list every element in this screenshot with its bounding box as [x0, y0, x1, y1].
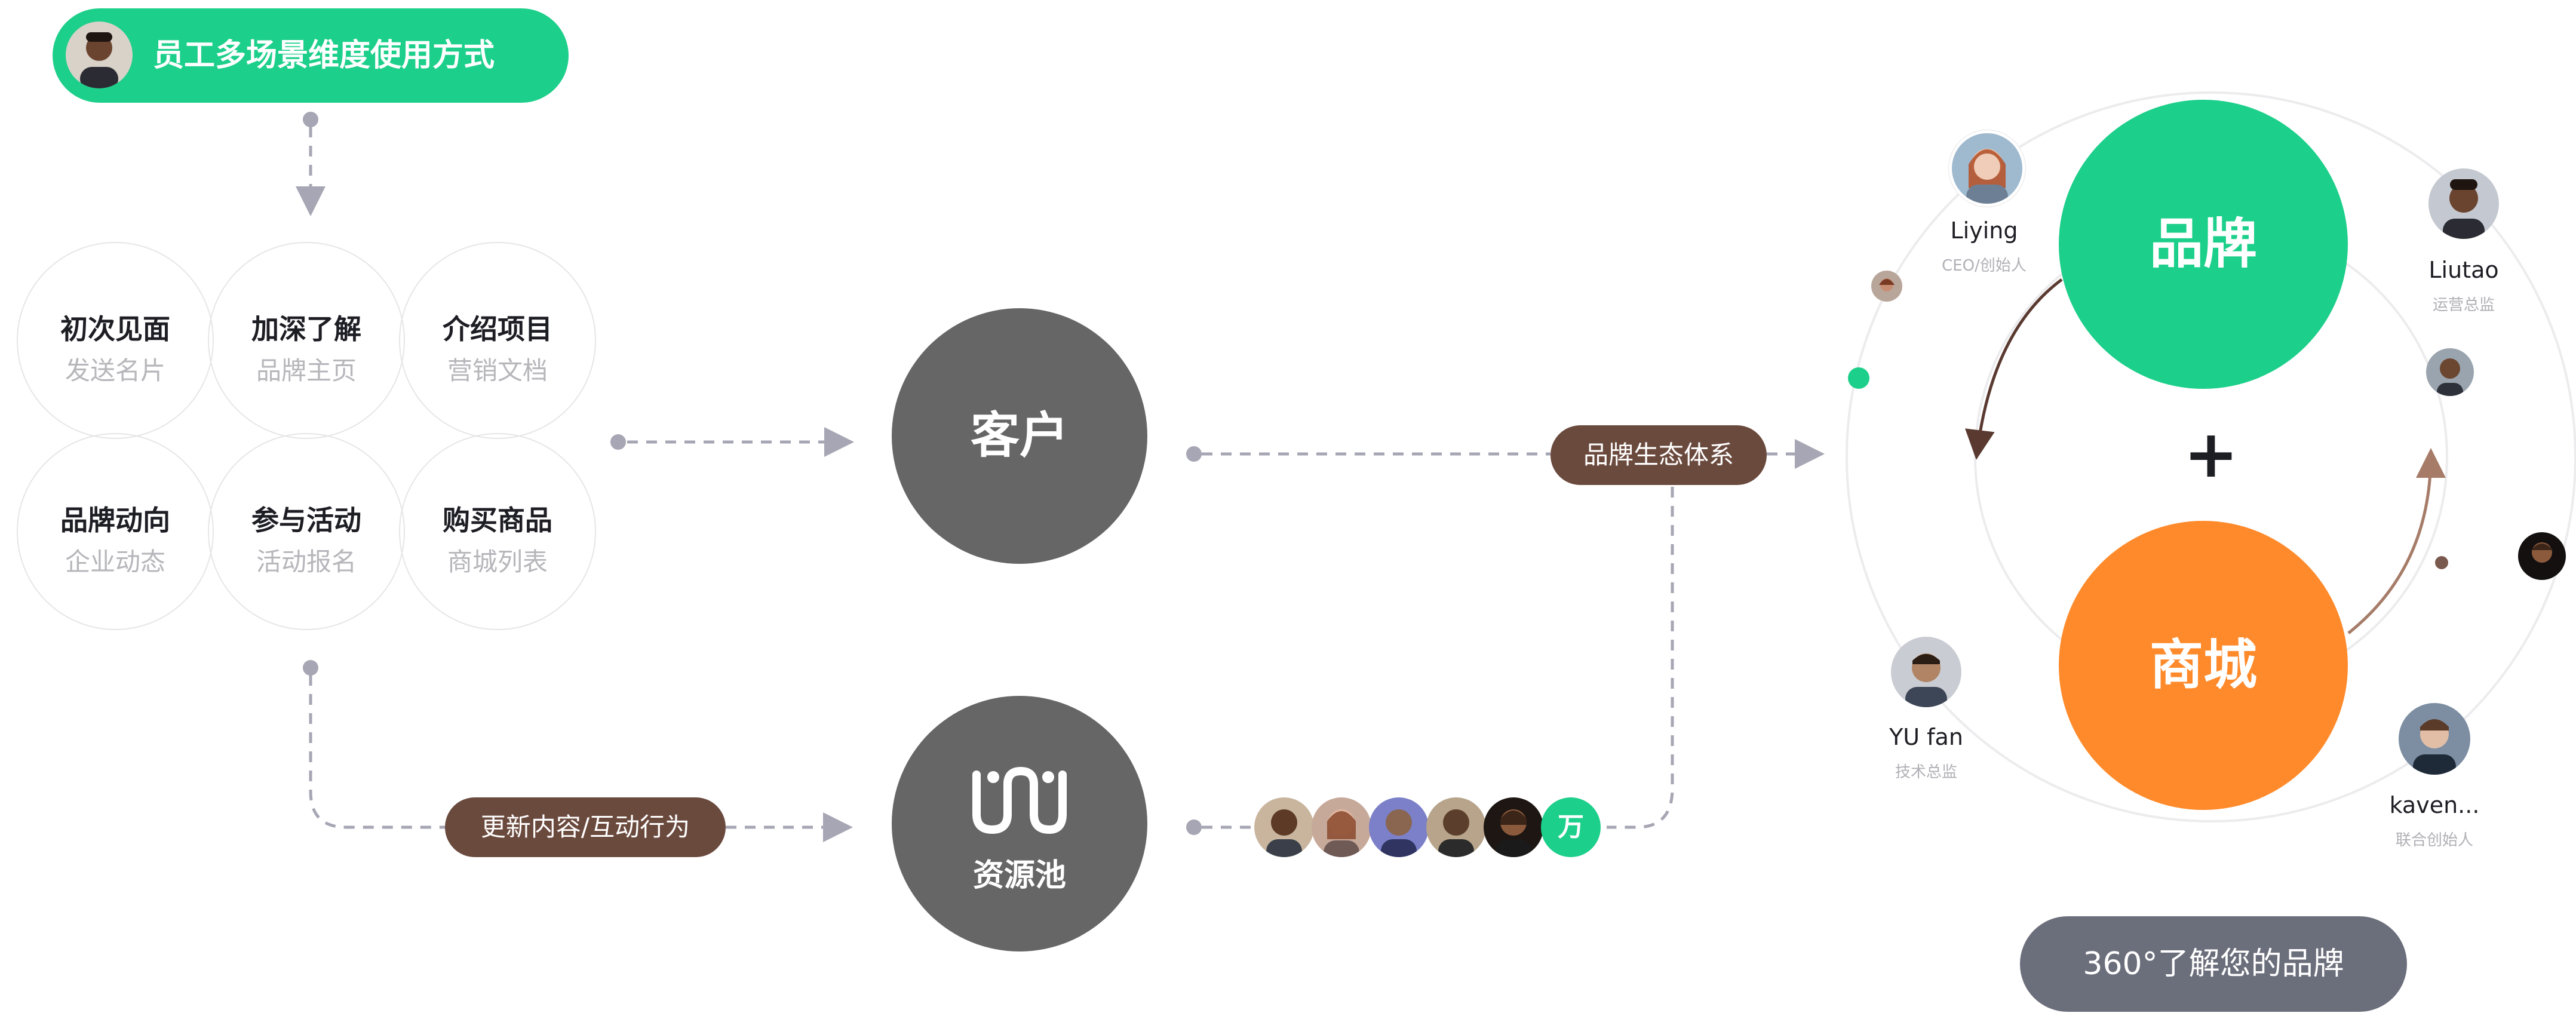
scene-subtitle: 品牌主页 [256, 356, 357, 385]
scene-subtitle: 企业动态 [65, 547, 165, 576]
scene-subtitle: 营销文档 [447, 356, 548, 385]
scene-title: 参与活动 [251, 504, 361, 536]
scene-subtitle: 活动报名 [256, 547, 357, 576]
member-avatar [1426, 797, 1486, 857]
usage-title: 员工多场景维度使用方式 [153, 38, 495, 73]
person-name: YU fan [1889, 724, 1963, 750]
orbit-dot-green [1848, 367, 1869, 389]
connector-dot [303, 112, 318, 127]
member-count-badge: 万 [1541, 797, 1601, 857]
scene-title: 购买商品 [443, 504, 552, 536]
connector-line [309, 675, 445, 829]
brand-360-button[interactable]: 360°了解您的品牌 [2020, 916, 2407, 1012]
orbit-dot-brown [2435, 556, 2448, 569]
orbit-avatar-small [1871, 271, 1902, 302]
customer-node: 客户 [892, 308, 1147, 564]
cycle-arrow-left [1965, 278, 2063, 460]
brand-label: 品牌 [2150, 213, 2257, 275]
member-avatar [1254, 797, 1314, 857]
scene-subtitle: 商城列表 [447, 547, 548, 576]
connector-line [1607, 487, 1674, 829]
ecosystem-label: 品牌生态体系 [1550, 425, 1767, 485]
update-content-label: 更新内容/互动行为 [445, 797, 726, 857]
connector-dot [610, 434, 626, 450]
scene-brand-news[interactable]: 品牌动向 企业动态 [17, 433, 214, 630]
connector-dot [303, 660, 318, 676]
scene-join-activity[interactable]: 参与活动 活动报名 [208, 433, 405, 630]
connector-dot [1186, 819, 1202, 835]
member-avatar [1312, 797, 1371, 857]
scene-first-meet[interactable]: 初次见面 发送名片 [17, 242, 214, 439]
person-avatar [1949, 130, 2025, 207]
orbit-outer [1846, 91, 2576, 822]
person-role: 技术总监 [1895, 763, 1957, 781]
orbit-avatar-small [2426, 348, 2474, 396]
person-name: Liutao [2428, 257, 2499, 283]
mall-label: 商城 [2150, 634, 2257, 696]
scene-title: 加深了解 [251, 313, 361, 345]
member-avatar [1369, 797, 1429, 857]
brand-circle: 品牌 [2059, 100, 2348, 389]
person-avatar [1891, 637, 1961, 707]
person-avatar [2428, 168, 2499, 239]
member-avatar [1484, 797, 1543, 857]
connector-dot [1186, 446, 1202, 462]
person-role: 运营总监 [2432, 296, 2495, 314]
person-role: 联合创始人 [2395, 831, 2473, 849]
person-role: CEO/创始人 [1942, 257, 2027, 275]
pool-label: 资源池 [972, 858, 1066, 894]
usage-title-pill: 员工多场景维度使用方式 [53, 8, 569, 103]
person-name: Liying [1950, 217, 2018, 244]
scene-title: 品牌动向 [60, 504, 170, 536]
resource-pool-node: 资源池 [892, 696, 1147, 951]
scene-subtitle: 发送名片 [65, 356, 165, 385]
pool-logo-icon [972, 766, 1067, 834]
employee-avatar [66, 22, 133, 88]
mall-circle: 商城 [2059, 521, 2348, 810]
orbit-avatar-small [2518, 532, 2566, 580]
person-name: kaven... [2389, 792, 2480, 818]
scene-title: 介绍项目 [443, 313, 552, 345]
scene-deep-understand[interactable]: 加深了解 品牌主页 [208, 242, 405, 439]
person-avatar [2399, 703, 2470, 775]
cycle-arrow-right [2347, 448, 2446, 634]
plus-sign: + [2183, 416, 2239, 492]
scene-title: 初次见面 [60, 313, 170, 345]
customer-label: 客户 [970, 407, 1069, 464]
scene-introduce-project[interactable]: 介绍项目 营销文档 [399, 242, 596, 439]
scene-buy-goods[interactable]: 购买商品 商城列表 [399, 433, 596, 630]
